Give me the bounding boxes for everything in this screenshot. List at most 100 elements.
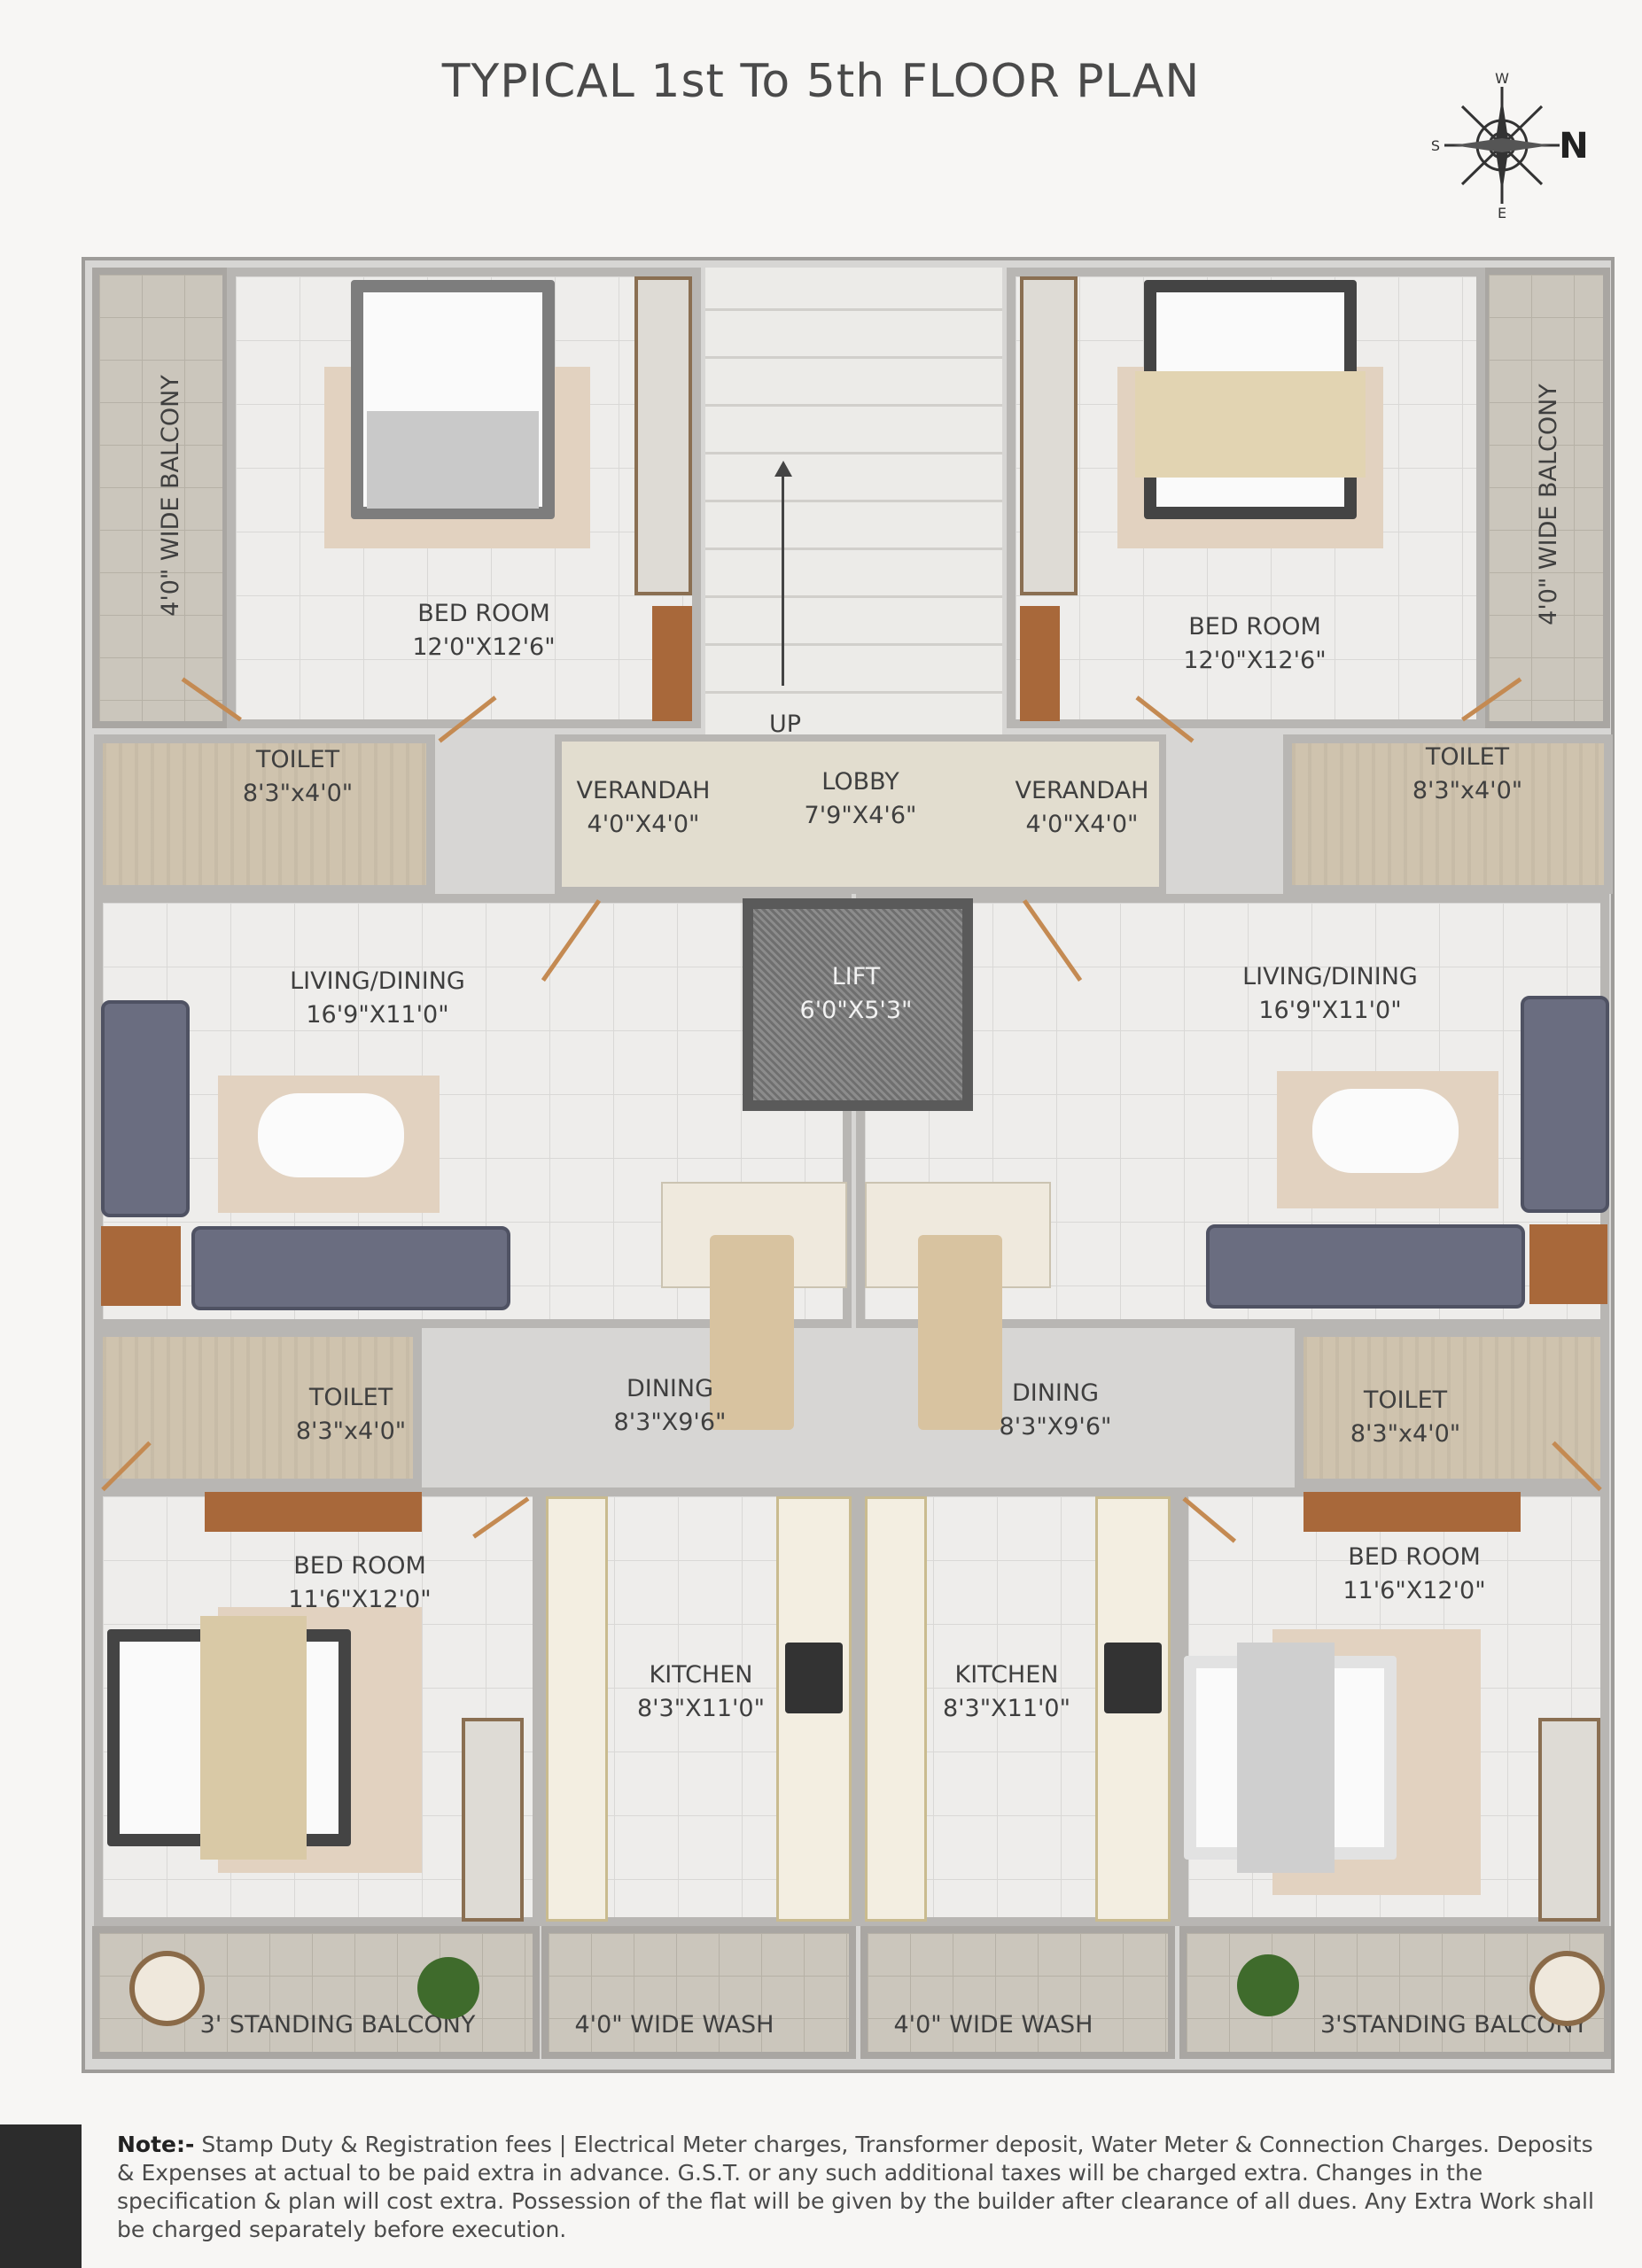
up-arrowhead-icon	[774, 461, 792, 477]
compass-west: W	[1495, 71, 1509, 87]
balcony-west	[92, 268, 230, 728]
cabinet	[652, 606, 692, 721]
room-name: BED ROOM	[417, 600, 550, 627]
room-size: 8'3"X9'6"	[613, 1408, 727, 1436]
balcony-east-label: 4'0" WIDE BALCONY	[1534, 384, 1562, 625]
wash-west-label: 4'0" WIDE WASH	[574, 2011, 774, 2039]
room-size: 11'6"X12'0"	[1342, 1576, 1486, 1604]
wash-west	[541, 1926, 856, 2059]
tv-unit	[1303, 1492, 1521, 1532]
room-size: 8'3"X11'0"	[636, 1694, 766, 1722]
page-title: TYPICAL 1st To 5th FLOOR PLAN	[441, 55, 1201, 108]
toilet-northeast	[1283, 734, 1613, 894]
bedroom-northeast-label: BED ROOM 12'0"X12'6"	[1148, 610, 1361, 678]
compass-north: N	[1559, 126, 1586, 167]
room-size: 16'9"X11'0"	[1258, 996, 1402, 1024]
staircase	[705, 268, 1002, 742]
sofa	[1206, 1224, 1525, 1309]
side-table	[101, 1226, 181, 1306]
wardrobe	[1020, 276, 1078, 595]
room-size: 12'0"X12'6"	[1183, 646, 1327, 674]
room-size: 8'3"x4'0"	[1412, 776, 1523, 804]
note-label: Note:-	[117, 2132, 195, 2157]
room-name: LIVING/DINING	[1242, 963, 1418, 990]
wardrobe	[634, 276, 692, 595]
cabinet	[1020, 606, 1060, 721]
balcony-east	[1482, 268, 1610, 728]
room-size: 11'6"X12'0"	[288, 1585, 432, 1613]
room-name: BED ROOM	[1348, 1543, 1481, 1571]
plant-icon	[1237, 1954, 1299, 2016]
compass-east: E	[1498, 205, 1506, 221]
side-table	[1529, 1224, 1607, 1304]
room-name: LOBBY	[821, 768, 899, 796]
lift-shaft	[743, 898, 973, 1111]
wardrobe	[1538, 1718, 1600, 1922]
toilet-northeast-label: TOILET 8'3"x4'0"	[1379, 741, 1556, 808]
verandah-east-label: VERANDAH 4'0"X4'0"	[1002, 774, 1162, 842]
verandah-west-label: VERANDAH 4'0"X4'0"	[564, 774, 723, 842]
up-arrow-icon	[782, 473, 784, 686]
kitchen-counter	[865, 1496, 927, 1922]
toilet-southeast-label: TOILET 8'3"x4'0"	[1326, 1384, 1485, 1451]
room-name: VERANDAH	[576, 777, 711, 804]
floor-plan: 4'0" WIDE BALCONY 4'0" WIDE BALCONY BED …	[82, 257, 1615, 2073]
room-size: 6'0"X5'3"	[799, 996, 913, 1024]
bed-cover	[200, 1616, 307, 1860]
room-size: 8'3"x4'0"	[242, 779, 354, 807]
lift-label: LIFT 6'0"X5'3"	[781, 960, 931, 1028]
living-dining-west-label: LIVING/DINING 16'9"X11'0"	[271, 965, 484, 1032]
room-name: DINING	[626, 1375, 714, 1402]
tv-unit	[205, 1492, 422, 1532]
coffee-table	[1312, 1089, 1459, 1173]
kitchen-counter	[546, 1496, 608, 1922]
room-size: 16'9"X11'0"	[306, 1000, 449, 1029]
room-size: 8'3"x4'0"	[295, 1417, 407, 1445]
sofa	[191, 1226, 510, 1310]
room-name: TOILET	[1425, 743, 1510, 771]
coffee-table	[258, 1093, 404, 1177]
bedroom-northwest-label: BED ROOM 12'0"X12'6"	[377, 597, 590, 664]
compass-south: S	[1431, 137, 1440, 154]
room-name: BED ROOM	[1188, 613, 1321, 641]
lobby-area	[555, 734, 1166, 894]
kitchen-east-label: KITCHEN 8'3"X11'0"	[931, 1658, 1082, 1726]
side-strip	[0, 2124, 82, 2268]
room-name: DINING	[1011, 1379, 1100, 1407]
standing-balcony-west-label: 3' STANDING BALCONY	[199, 2011, 476, 2039]
dining-west-label: DINING 8'3"X9'6"	[595, 1372, 745, 1440]
note-text: Stamp Duty & Registration fees | Electri…	[117, 2132, 1594, 2242]
stair-up-label: UP	[768, 711, 802, 738]
wardrobe	[462, 1718, 524, 1922]
chair-icon	[1529, 1951, 1605, 2026]
stove-icon	[785, 1643, 843, 1713]
room-name: KITCHEN	[649, 1661, 753, 1689]
sofa	[101, 1000, 190, 1217]
room-name: TOILET	[1363, 1386, 1448, 1414]
bed-cover	[1237, 1643, 1335, 1873]
toilet-northwest-label: TOILET 8'3"x4'0"	[209, 743, 386, 811]
wash-east	[860, 1926, 1175, 2059]
room-size: 8'3"x4'0"	[1350, 1419, 1461, 1448]
room-name: VERANDAH	[1015, 777, 1149, 804]
toilet-southwest	[94, 1328, 422, 1487]
toilet-southwest-label: TOILET 8'3"x4'0"	[271, 1381, 431, 1449]
room-name: BED ROOM	[293, 1552, 426, 1580]
room-name: LIFT	[831, 963, 881, 990]
room-name: LIVING/DINING	[290, 967, 465, 995]
dining-east-label: DINING 8'3"X9'6"	[980, 1377, 1131, 1444]
room-name: KITCHEN	[954, 1661, 1059, 1689]
bed-cover	[367, 411, 539, 509]
room-size: 7'9"X4'6"	[804, 801, 917, 829]
stove-icon	[1104, 1643, 1162, 1713]
bedroom-southwest-label: BED ROOM 11'6"X12'0"	[262, 1550, 457, 1617]
toilet-northwest	[94, 734, 435, 894]
kitchen-west-label: KITCHEN 8'3"X11'0"	[626, 1658, 776, 1726]
room-size: 12'0"X12'6"	[412, 633, 556, 661]
compass-icon: W S E N	[1431, 71, 1586, 221]
room-name: TOILET	[308, 1384, 393, 1411]
room-size: 4'0"X4'0"	[587, 810, 700, 838]
balcony-west-label: 4'0" WIDE BALCONY	[156, 375, 184, 617]
bedroom-southeast-label: BED ROOM 11'6"X12'0"	[1317, 1541, 1512, 1608]
wash-east-label: 4'0" WIDE WASH	[893, 2011, 1093, 2039]
